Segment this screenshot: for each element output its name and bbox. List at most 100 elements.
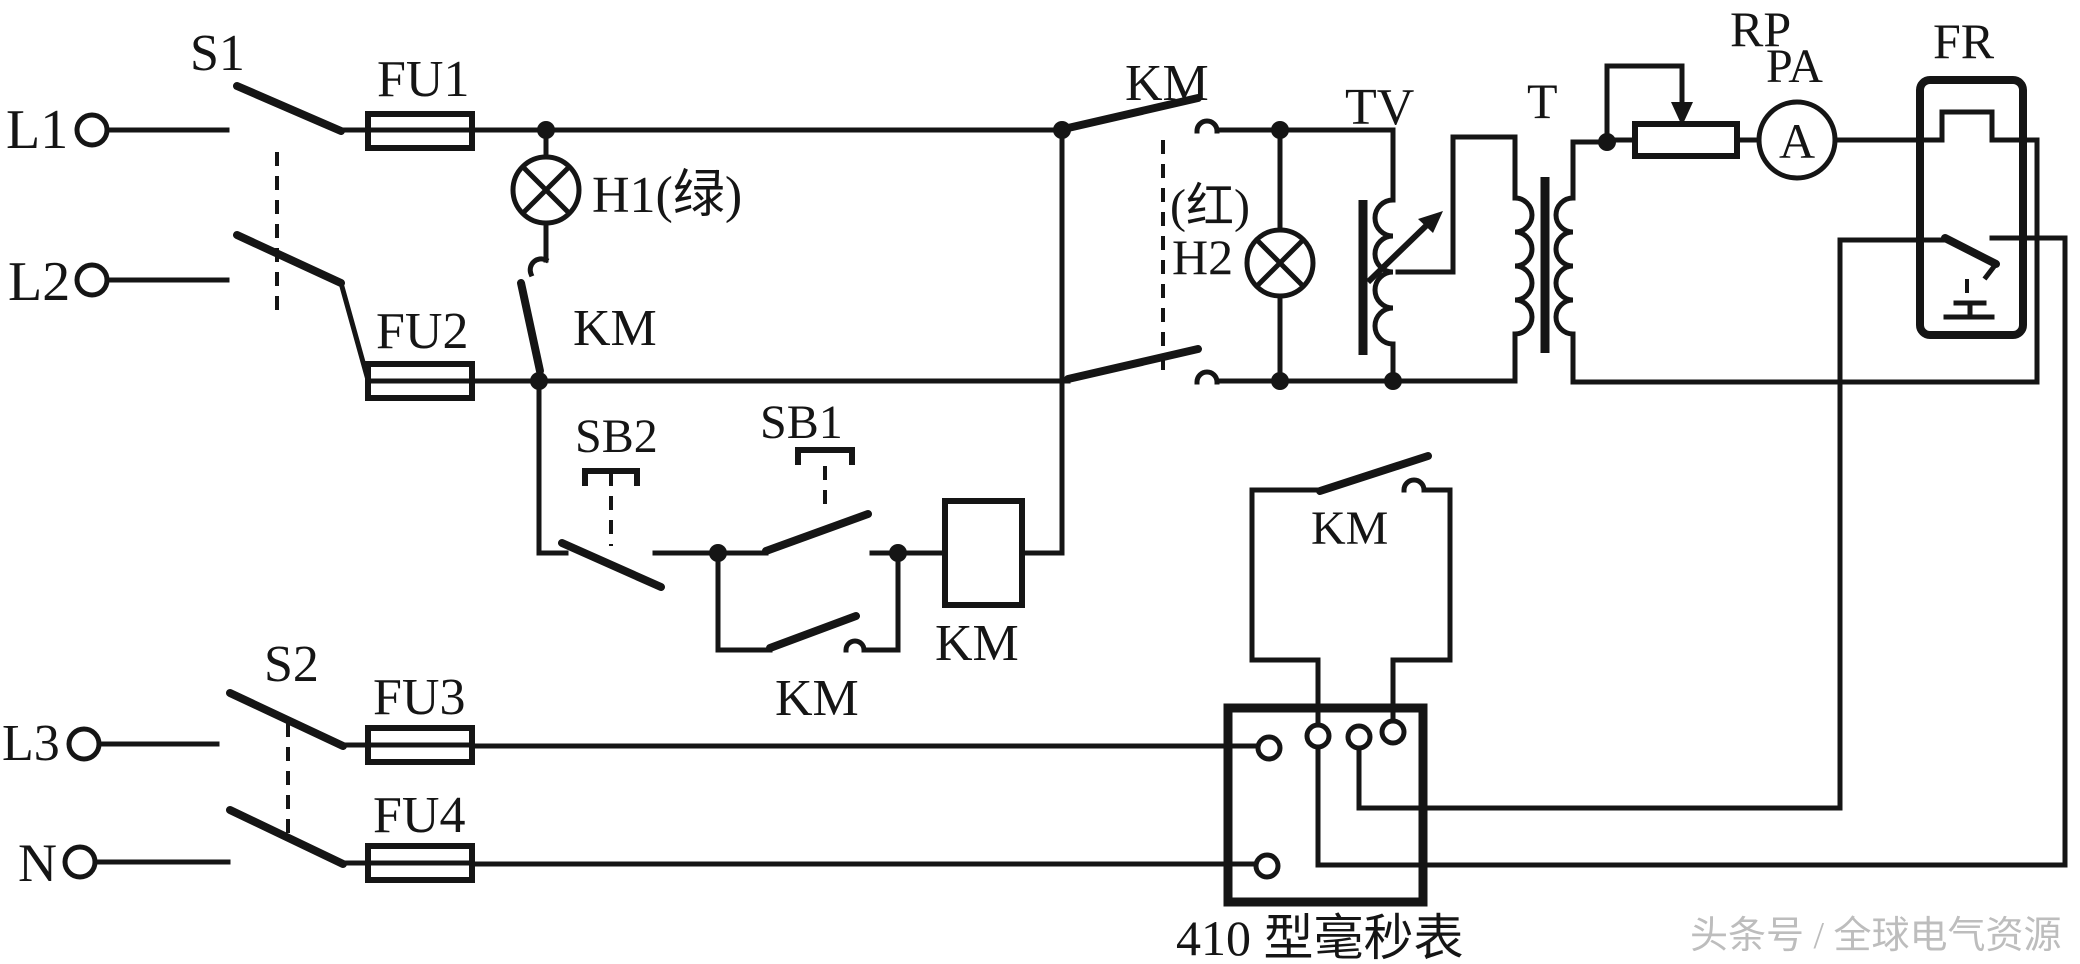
km-coil-label: KM xyxy=(935,615,1019,672)
fuse-fu4-label: FU4 xyxy=(373,787,465,844)
lamp-h1-label: H1(绿) xyxy=(592,167,742,224)
winding xyxy=(1372,127,1396,384)
terminal-n: N xyxy=(18,833,231,893)
relay-body xyxy=(1916,76,2027,339)
tap-output-wire xyxy=(1395,134,1518,275)
tv-label: TV xyxy=(1345,79,1414,136)
lamp-h2-color-label: (红) xyxy=(1170,180,1250,233)
trip-mechanism xyxy=(1943,300,1995,320)
fuse-fu3-label: FU3 xyxy=(373,669,465,726)
fuse-fu2: FU2 xyxy=(365,303,475,401)
terminal-n-circle xyxy=(62,844,98,880)
terminal-l2-label: L2 xyxy=(8,251,70,313)
meter-terminal xyxy=(1304,722,1332,750)
terminal-l1-label: L1 xyxy=(6,99,68,161)
switch-s1: S1 xyxy=(190,25,345,312)
km-nc-label: KM xyxy=(573,300,657,357)
enclosure-left xyxy=(1249,487,1323,728)
terminal-l3-circle xyxy=(66,726,102,762)
n-rail xyxy=(340,860,1259,867)
contact-hook xyxy=(1401,477,1427,493)
button-cap xyxy=(795,447,855,465)
meter-terminal xyxy=(1253,852,1281,880)
meter-terminal xyxy=(1255,734,1283,762)
switch-s1-label: S1 xyxy=(190,25,245,82)
fuse-fu2-label: FU2 xyxy=(376,303,468,360)
km-meter-contact: KM xyxy=(1249,452,1453,728)
contact-hook xyxy=(527,256,550,278)
terminal-l3: L3 xyxy=(2,715,220,772)
contact-blade xyxy=(1316,452,1432,495)
coil-return-wire xyxy=(1019,127,1065,556)
wire xyxy=(536,378,569,556)
terminal-l3-label: L3 xyxy=(2,715,60,772)
thermal-relay-fr: FR xyxy=(1315,13,2068,868)
contact-blade xyxy=(766,612,860,652)
contact-hook xyxy=(1194,369,1220,385)
fuse-fu1-label: FU1 xyxy=(377,51,469,108)
fr-label: FR xyxy=(1933,13,1995,69)
switch-blade xyxy=(233,82,345,135)
km-meter-label: KM xyxy=(1311,502,1388,555)
meter-caption: 410 型毫秒表 xyxy=(1176,910,1464,964)
enclosure-right xyxy=(1390,487,1453,724)
lamp-h2-label: H2 xyxy=(1172,229,1233,285)
t-label: T xyxy=(1527,73,1558,129)
switch-blade xyxy=(226,689,347,750)
wire xyxy=(861,550,901,653)
switch-blade xyxy=(233,231,345,287)
meter-terminal xyxy=(1345,723,1373,751)
terminal-l2-circle xyxy=(74,262,110,298)
terminal-l2: L2 xyxy=(8,251,230,313)
km-hold-label: KM xyxy=(775,670,859,727)
contact-blade xyxy=(762,510,872,555)
contact-blade xyxy=(517,279,544,375)
wire xyxy=(715,550,773,653)
wiper-arrow-head xyxy=(1671,102,1693,126)
stop-button-sb2: SB2 xyxy=(536,378,721,591)
fuse-fu1: FU1 xyxy=(365,51,475,151)
terminal-l1: L1 xyxy=(6,99,230,161)
resistor-body xyxy=(1632,121,1740,159)
fuse-fu4: FU4 xyxy=(365,787,475,883)
contact-blade-tail xyxy=(1982,260,2000,281)
lamp-cross xyxy=(1253,236,1307,290)
terminal-l1-circle xyxy=(74,112,110,148)
ammeter-dial-letter: A xyxy=(1779,113,1815,169)
terminal-n-label: N xyxy=(18,833,57,893)
wire xyxy=(337,279,372,384)
lamp-cross xyxy=(519,163,573,217)
variac-tv: TV xyxy=(1345,79,1518,384)
km-coil: KM xyxy=(895,127,1065,672)
contact-blade xyxy=(1064,345,1202,383)
km-nc-contact: KM xyxy=(517,220,657,375)
contact-wire-right xyxy=(1315,235,2068,868)
contact-hook xyxy=(843,638,867,653)
tap-arrow xyxy=(1365,219,1433,285)
pa-label: PA xyxy=(1766,40,1823,93)
contact-blade xyxy=(1064,94,1202,132)
lamp-h2: (红) H2 xyxy=(1170,127,1316,384)
watermark-text: 头条号 / 全球电气资源 xyxy=(1690,915,2062,957)
contact-blade xyxy=(1941,234,2000,268)
start-button-sb1: SB1 xyxy=(715,396,901,556)
contact-blade xyxy=(558,539,665,591)
coil-body xyxy=(942,498,1025,608)
l3-rail xyxy=(340,742,1261,749)
contact-wire-left xyxy=(1356,237,1950,811)
switch-blade xyxy=(226,806,347,868)
km-holding-contact: KM xyxy=(715,550,901,727)
switch-s2: S2 xyxy=(226,636,347,868)
sb1-label: SB1 xyxy=(760,396,843,449)
switch-s2-label: S2 xyxy=(264,636,319,693)
tap-arrow-head xyxy=(1418,211,1443,233)
rp-label: RP xyxy=(1730,1,1791,57)
lamp-h1: H1(绿) xyxy=(510,127,742,226)
fuse-fu3: FU3 xyxy=(365,669,475,765)
contact-hook xyxy=(1194,118,1220,134)
rheostat-rp: RP xyxy=(1604,1,1791,159)
heater-element xyxy=(1917,109,2040,385)
meter-terminal xyxy=(1379,718,1407,746)
